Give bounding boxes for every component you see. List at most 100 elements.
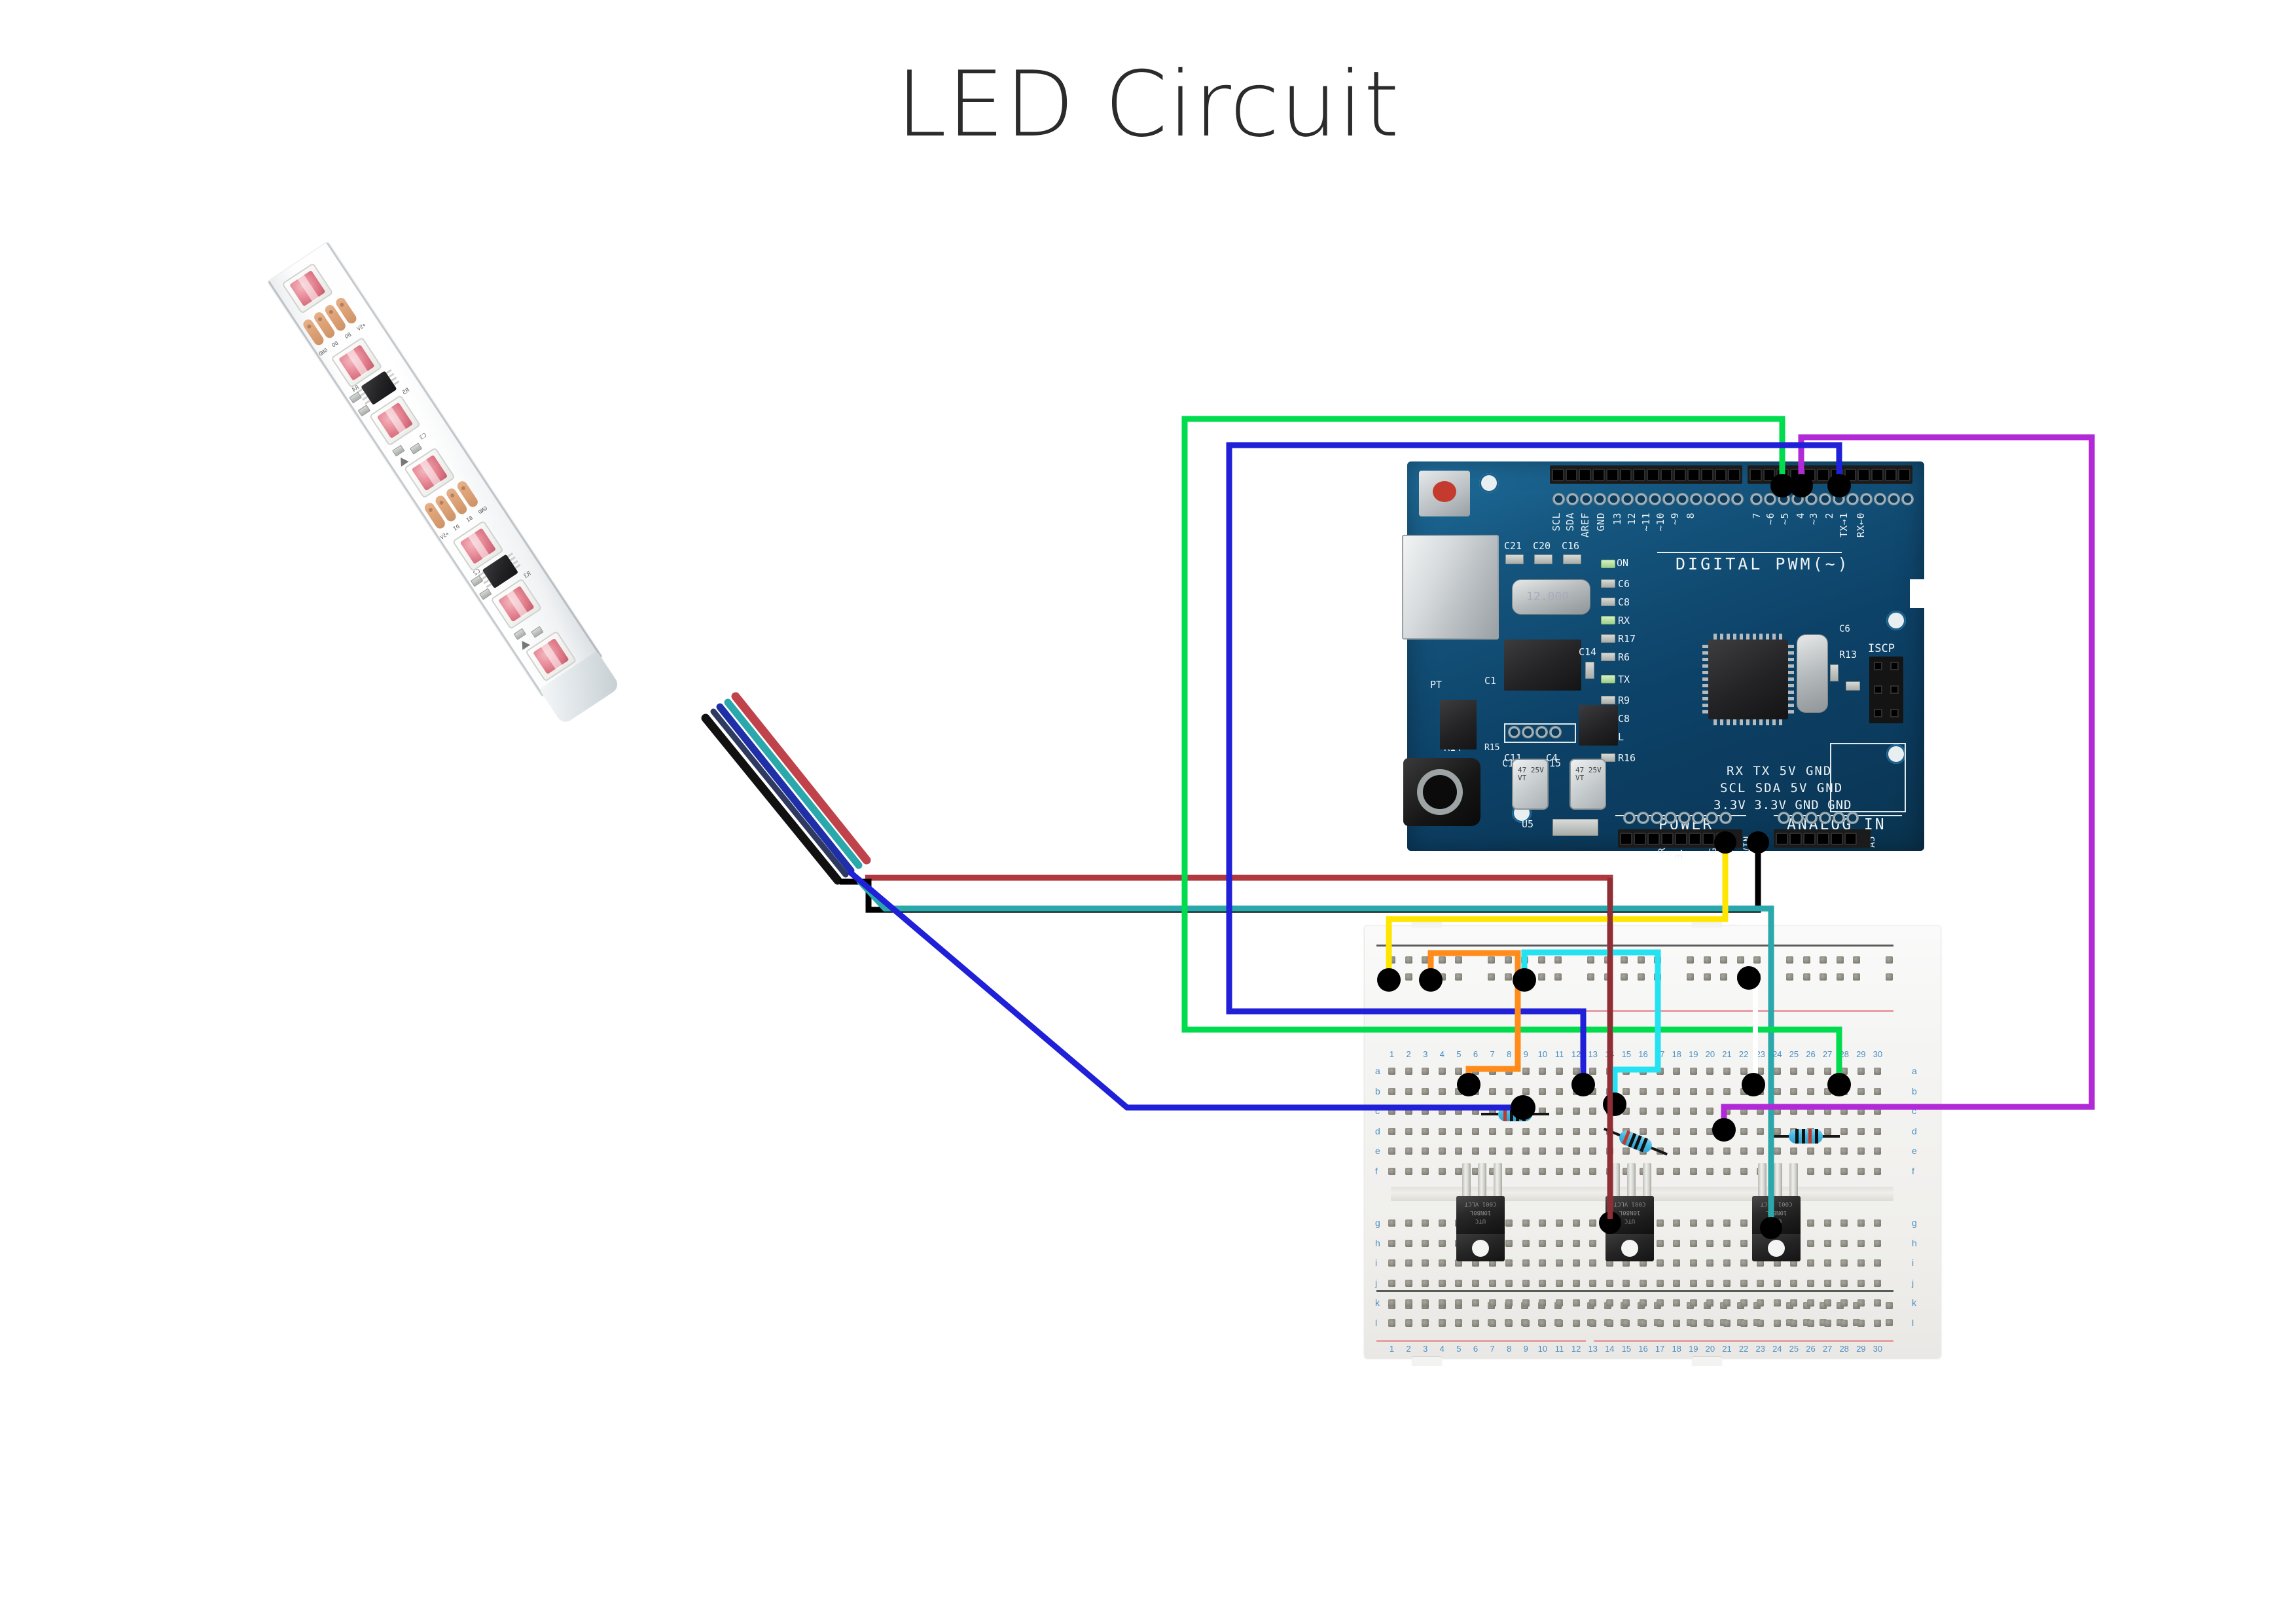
breadboard-hole[interactable]: [1723, 1239, 1731, 1247]
breadboard-hole[interactable]: [1640, 1279, 1647, 1287]
breadboard-hole[interactable]: [1388, 1299, 1395, 1307]
breadboard-hole[interactable]: [1840, 1239, 1848, 1247]
breadboard-hole[interactable]: [1472, 1319, 1479, 1327]
breadboard-hole[interactable]: [1836, 1302, 1844, 1309]
breadboard-hole[interactable]: [1673, 1279, 1681, 1287]
header-socket[interactable]: [1660, 468, 1673, 481]
header-socket[interactable]: [1789, 832, 1802, 845]
breadboard-hole[interactable]: [1740, 1147, 1748, 1155]
breadboard-hole[interactable]: [1589, 1299, 1597, 1307]
breadboard-hole[interactable]: [1572, 1127, 1580, 1135]
breadboard-hole[interactable]: [1422, 956, 1429, 964]
icsp-header[interactable]: [1869, 657, 1903, 723]
breadboard-hole[interactable]: [1874, 1259, 1882, 1267]
breadboard-hole[interactable]: [1623, 1319, 1630, 1327]
breadboard-hole[interactable]: [1405, 1068, 1412, 1075]
breadboard-hole[interactable]: [1840, 1219, 1848, 1227]
breadboard-hole[interactable]: [1522, 1239, 1530, 1247]
breadboard-hole[interactable]: [1505, 1279, 1513, 1287]
breadboard-hole[interactable]: [1455, 1108, 1463, 1115]
breadboard-hole[interactable]: [1605, 1299, 1613, 1307]
breadboard-hole[interactable]: [1874, 1299, 1882, 1307]
breadboard-hole[interactable]: [1505, 1259, 1513, 1267]
breadboard-hole[interactable]: [1773, 1299, 1781, 1307]
breadboard-hole[interactable]: [1840, 1127, 1848, 1135]
breadboard-hole[interactable]: [1740, 1239, 1748, 1247]
breadboard-hole[interactable]: [1640, 1087, 1647, 1095]
breadboard-hole[interactable]: [1840, 1167, 1848, 1175]
breadboard-hole[interactable]: [1455, 1068, 1463, 1075]
breadboard-hole[interactable]: [1656, 1239, 1664, 1247]
breadboard-hole[interactable]: [1757, 1147, 1765, 1155]
breadboard-hole[interactable]: [1689, 1108, 1697, 1115]
header-socket[interactable]: [1817, 832, 1829, 845]
breadboard-hole[interactable]: [1773, 1108, 1781, 1115]
breadboard-hole[interactable]: [1790, 1087, 1798, 1095]
breadboard-hole[interactable]: [1405, 1147, 1412, 1155]
breadboard-hole[interactable]: [1605, 1319, 1613, 1327]
breadboard-hole[interactable]: [1623, 1279, 1630, 1287]
breadboard-hole[interactable]: [1556, 1319, 1563, 1327]
breadboard-hole[interactable]: [1853, 973, 1861, 981]
breadboard-hole[interactable]: [1422, 1108, 1429, 1115]
breadboard-hole[interactable]: [1556, 1108, 1563, 1115]
digital-header-left[interactable]: [1550, 465, 1742, 484]
breadboard-hole[interactable]: [1537, 973, 1545, 981]
breadboard-hole[interactable]: [1840, 1299, 1848, 1307]
breadboard-hole[interactable]: [1673, 1108, 1681, 1115]
breadboard-hole[interactable]: [1874, 1239, 1882, 1247]
breadboard-hole[interactable]: [1640, 1259, 1647, 1267]
breadboard-hole[interactable]: [1589, 1167, 1597, 1175]
breadboard-hole[interactable]: [1687, 973, 1694, 981]
breadboard-hole[interactable]: [1656, 1219, 1664, 1227]
breadboard-hole[interactable]: [1689, 1127, 1697, 1135]
breadboard-hole[interactable]: [1589, 1279, 1597, 1287]
breadboard-hole[interactable]: [1874, 1108, 1882, 1115]
breadboard-hole[interactable]: [1857, 1068, 1865, 1075]
breadboard-hole[interactable]: [1488, 956, 1495, 964]
breadboard-hole[interactable]: [1556, 1068, 1563, 1075]
header-socket[interactable]: [1728, 468, 1741, 481]
breadboard-hole[interactable]: [1823, 1108, 1831, 1115]
header-socket[interactable]: [1619, 468, 1632, 481]
breadboard-hole[interactable]: [1405, 973, 1412, 981]
breadboard-hole[interactable]: [1853, 956, 1861, 964]
breadboard-hole[interactable]: [1589, 1068, 1597, 1075]
breadboard-hole[interactable]: [1388, 1259, 1395, 1267]
breadboard-hole[interactable]: [1539, 1068, 1547, 1075]
breadboard-hole[interactable]: [1790, 1319, 1798, 1327]
breadboard-hole[interactable]: [1589, 1147, 1597, 1155]
breadboard-hole[interactable]: [1405, 1259, 1412, 1267]
breadboard-hole[interactable]: [1757, 1259, 1765, 1267]
breadboard-hole[interactable]: [1706, 1219, 1714, 1227]
header-socket[interactable]: [1620, 832, 1632, 845]
breadboard-hole[interactable]: [1589, 1259, 1597, 1267]
breadboard-hole[interactable]: [1455, 1319, 1463, 1327]
breadboard-hole[interactable]: [1623, 1259, 1630, 1267]
breadboard-hole[interactable]: [1857, 1319, 1865, 1327]
reset-button[interactable]: [1419, 471, 1470, 516]
breadboard-hole[interactable]: [1539, 1259, 1547, 1267]
breadboard-hole[interactable]: [1556, 1219, 1563, 1227]
breadboard-hole[interactable]: [1723, 1087, 1731, 1095]
breadboard-hole[interactable]: [1438, 1127, 1446, 1135]
breadboard-hole[interactable]: [1857, 1087, 1865, 1095]
breadboard-hole[interactable]: [1572, 1319, 1580, 1327]
breadboard-hole[interactable]: [1637, 956, 1645, 964]
breadboard-hole[interactable]: [1673, 1127, 1681, 1135]
breadboard-hole[interactable]: [1556, 1167, 1563, 1175]
breadboard-hole[interactable]: [1572, 1219, 1580, 1227]
breadboard-hole[interactable]: [1736, 956, 1744, 964]
breadboard-hole[interactable]: [1422, 1239, 1429, 1247]
breadboard-hole[interactable]: [1522, 1259, 1530, 1267]
breadboard-hole[interactable]: [1422, 1147, 1429, 1155]
breadboard-hole[interactable]: [1488, 1299, 1496, 1307]
header-socket[interactable]: [1749, 468, 1762, 481]
breadboard-hole[interactable]: [1504, 973, 1512, 981]
breadboard-hole[interactable]: [1539, 1108, 1547, 1115]
breadboard-hole[interactable]: [1857, 1127, 1865, 1135]
breadboard-hole[interactable]: [1587, 956, 1594, 964]
breadboard-hole[interactable]: [1689, 1239, 1697, 1247]
breadboard-hole[interactable]: [1790, 1259, 1798, 1267]
breadboard-hole[interactable]: [1823, 1279, 1831, 1287]
